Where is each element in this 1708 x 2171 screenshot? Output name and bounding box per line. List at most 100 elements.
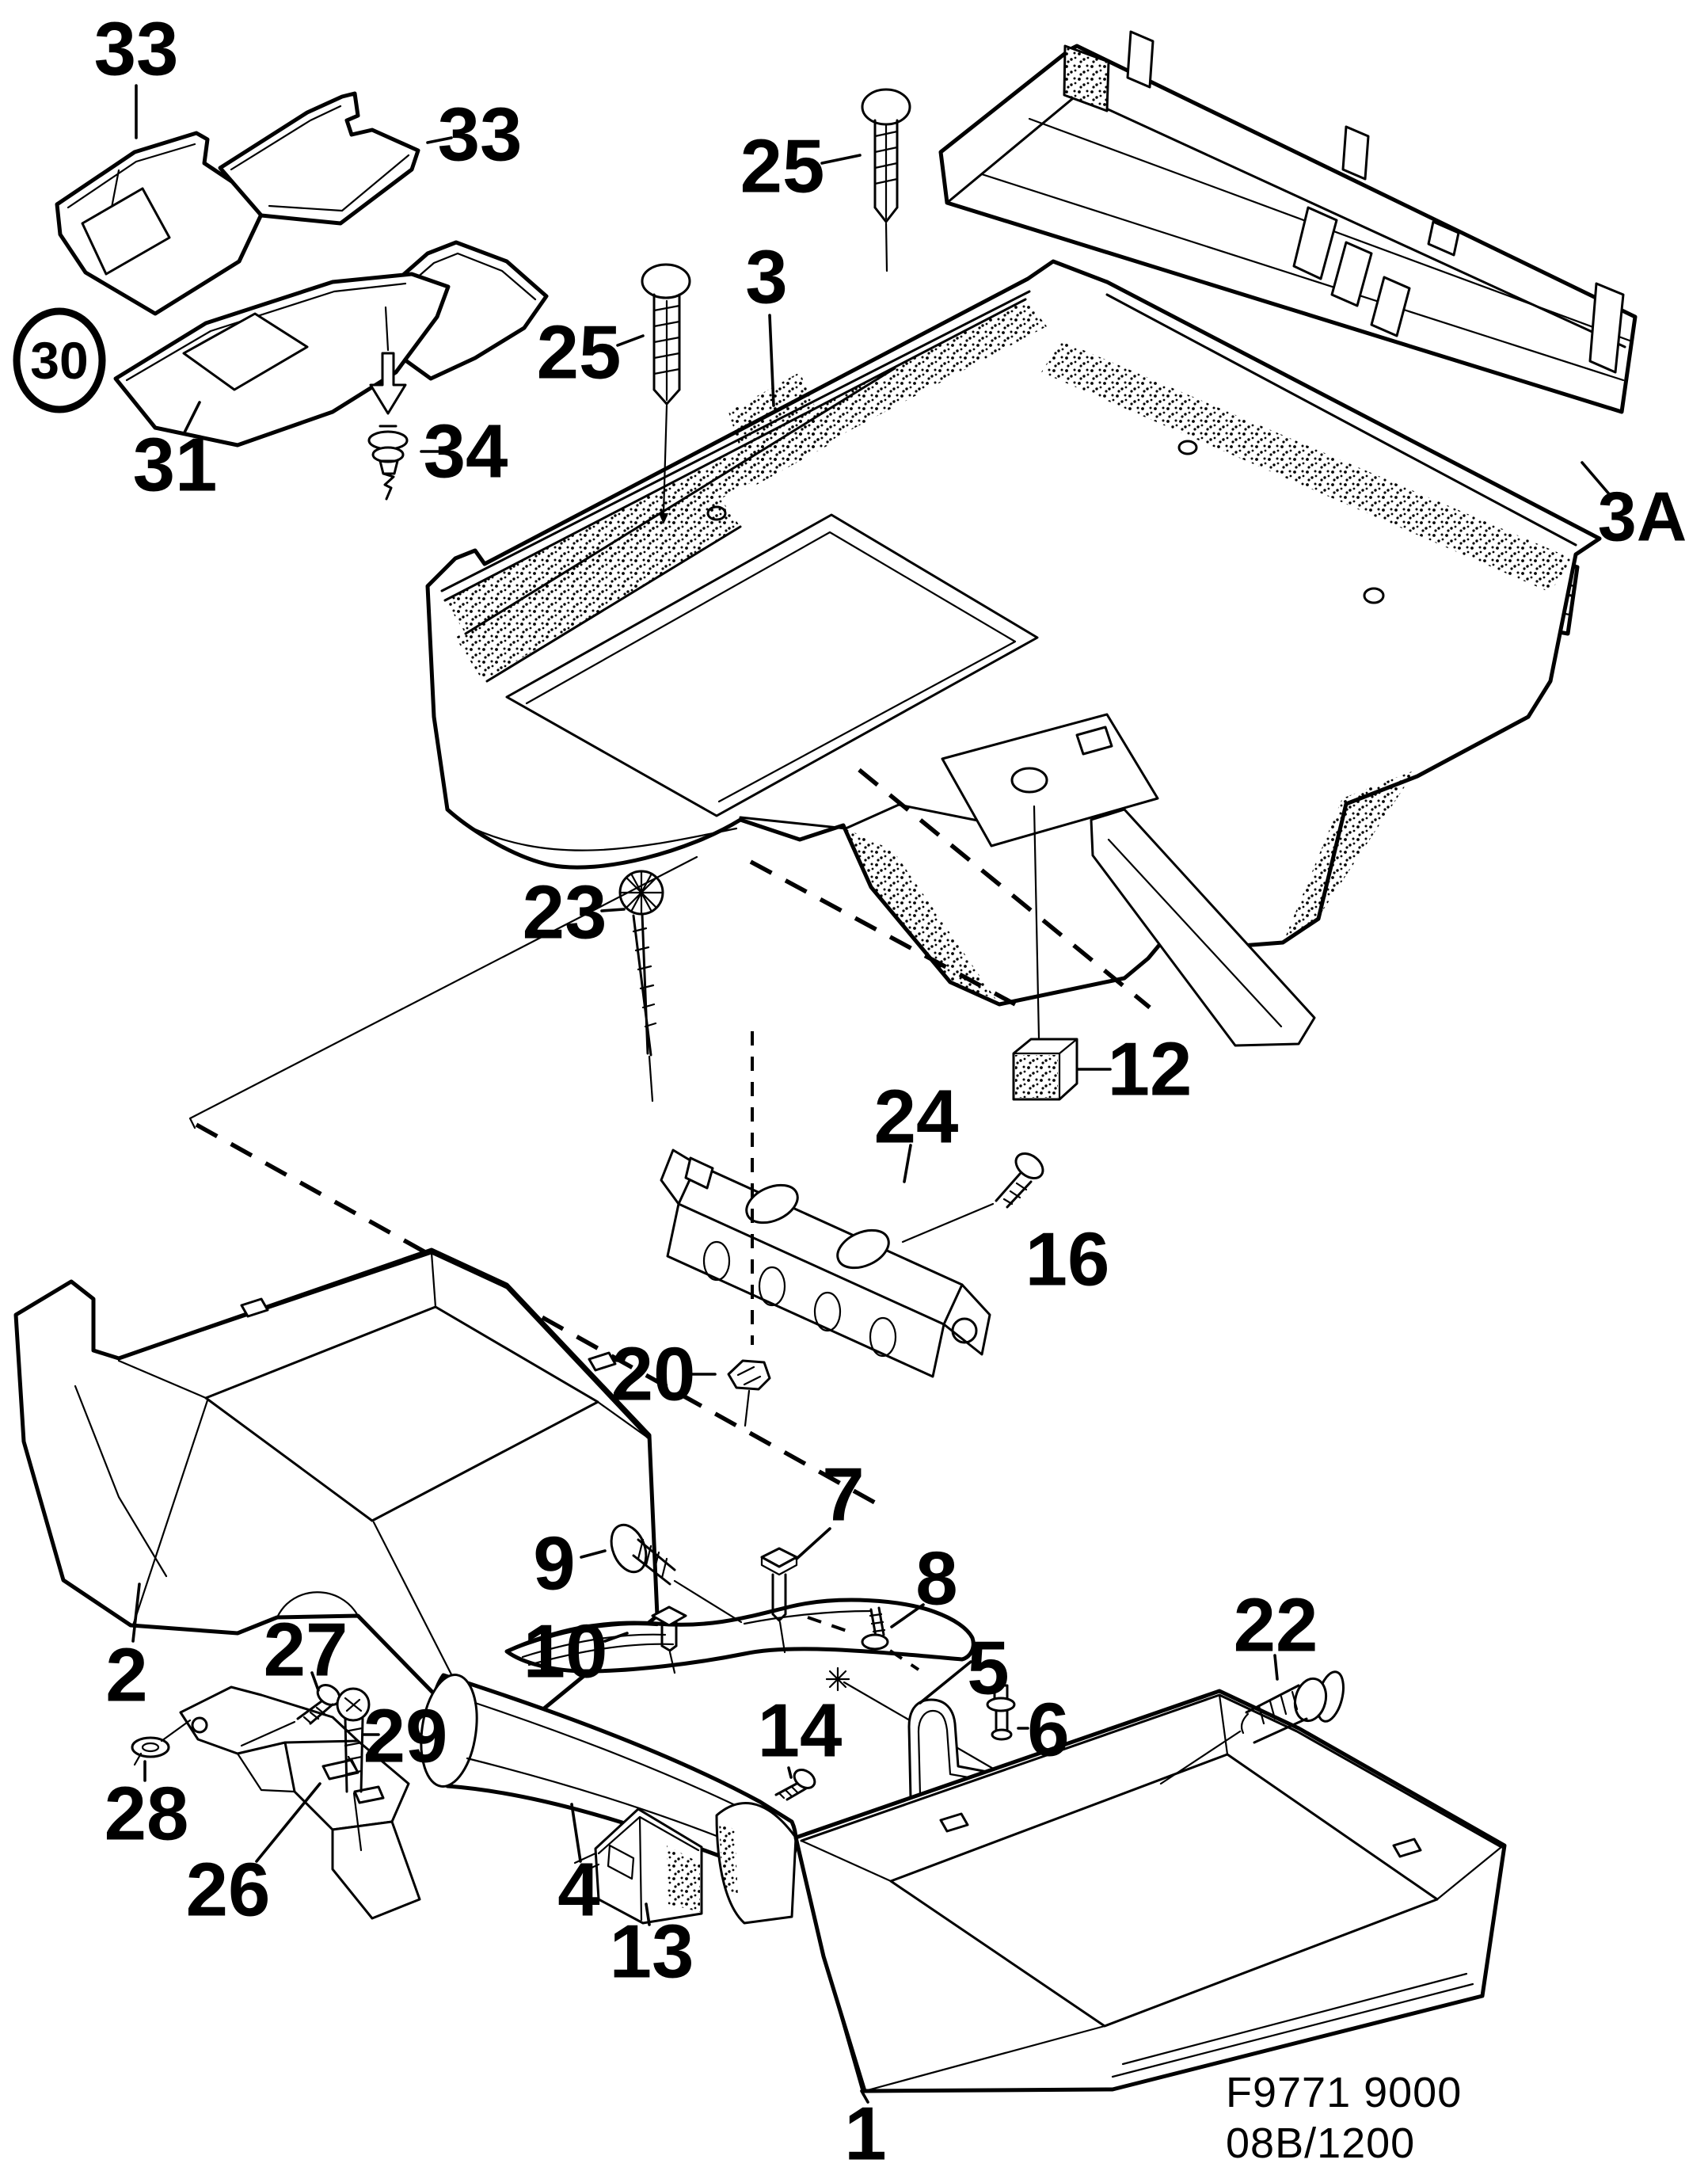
bracket-26-icon xyxy=(179,1685,421,1920)
leader-line xyxy=(131,1583,141,1643)
part-number-label: 31 xyxy=(133,423,218,508)
part-number-label: 25 xyxy=(537,310,622,395)
part-number-label: 2 xyxy=(105,1633,147,1718)
callout-2: 2 xyxy=(105,1633,147,1718)
leader-line xyxy=(1581,461,1612,497)
callout-5: 5 xyxy=(967,1626,1009,1711)
rear-bulkhead-panel-upper xyxy=(938,30,1638,414)
callout-33-right: 33 xyxy=(438,93,523,177)
grommet-28-icon xyxy=(131,1719,192,1766)
push-pin-10-icon xyxy=(651,1605,687,1674)
leader-line xyxy=(919,1660,972,1704)
part-number-label: 16 xyxy=(1025,1217,1110,1302)
mat-clip-34-icon xyxy=(367,425,409,501)
callout-9: 9 xyxy=(533,1522,575,1606)
screw-25-left-icon xyxy=(641,263,691,524)
stud-6-icon xyxy=(986,1684,1016,1741)
leader-line xyxy=(820,154,862,165)
part-number-label: 24 xyxy=(874,1075,959,1160)
footwell-tray-left xyxy=(13,1247,660,1754)
leader-line xyxy=(255,1782,321,1863)
part-number-label: 29 xyxy=(363,1694,448,1779)
callout-29: 29 xyxy=(363,1694,448,1779)
leader-line xyxy=(768,314,775,407)
leader-line xyxy=(890,1603,925,1628)
part-number-label: 7 xyxy=(822,1453,864,1537)
callout-24: 24 xyxy=(874,1075,959,1160)
part-number-label: 30 xyxy=(30,331,88,390)
callout-3: 3 xyxy=(745,235,787,320)
screw-25-top-icon xyxy=(861,88,911,272)
bracket-13-icon xyxy=(573,1807,703,1925)
leader-line xyxy=(1273,1654,1279,1681)
callout-13: 13 xyxy=(610,1910,694,1994)
part-number-label: 4 xyxy=(557,1848,599,1933)
leader-line xyxy=(860,2089,869,2104)
part-number-label: 33 xyxy=(438,93,523,177)
clip-20-icon xyxy=(727,1359,771,1427)
callout-12: 12 xyxy=(1108,1027,1193,1112)
leader-line xyxy=(903,1144,912,1183)
callout-28: 28 xyxy=(105,1772,189,1857)
callout-30: 30 xyxy=(13,307,106,413)
screw-8-icon xyxy=(807,1606,996,1771)
callout-3A: 3A xyxy=(1598,478,1687,556)
part-number-label: 13 xyxy=(610,1910,694,1994)
drawing-revision: 08B/1200 xyxy=(1226,2120,1415,2167)
callout-34: 34 xyxy=(424,409,508,494)
leader-line xyxy=(570,1803,582,1863)
part-number-label: 3 xyxy=(745,235,787,320)
part-number-label: 10 xyxy=(523,1609,608,1694)
callout-23: 23 xyxy=(523,870,607,955)
callout-27: 27 xyxy=(264,1608,348,1693)
floor-mat-front-left xyxy=(55,131,268,316)
part-number-label: 3A xyxy=(1598,478,1687,556)
alignment-lines xyxy=(188,767,1151,1507)
leader-line xyxy=(580,1549,607,1559)
part-number-label: 8 xyxy=(915,1537,957,1621)
part-number-label: 5 xyxy=(967,1626,1009,1711)
callout-8: 8 xyxy=(915,1537,957,1621)
part-number-label: 1 xyxy=(844,2092,886,2171)
part-number-label: 26 xyxy=(186,1848,271,1933)
callout-16: 16 xyxy=(1025,1217,1110,1302)
callout-25-top: 25 xyxy=(740,124,825,209)
leader-line xyxy=(600,908,626,912)
part-number-label: 27 xyxy=(264,1608,348,1693)
drawing-number: F9771 9000 xyxy=(1226,2069,1462,2116)
leader-lines xyxy=(131,84,1612,2104)
callout-4: 4 xyxy=(557,1848,599,1933)
leader-line xyxy=(183,401,201,434)
callout-circle xyxy=(13,307,106,413)
part-number-label: 9 xyxy=(533,1522,575,1606)
screw-22-icon xyxy=(1159,1670,1345,1785)
part-number-label: 33 xyxy=(94,7,179,92)
leader-line xyxy=(616,334,645,347)
leader-line xyxy=(645,1902,651,1926)
part-number-label: 25 xyxy=(740,124,825,209)
callout-1: 1 xyxy=(844,2092,886,2171)
floor-carpet xyxy=(425,259,1602,1047)
part-number-label: 22 xyxy=(1234,1583,1318,1668)
callout-26: 26 xyxy=(186,1848,271,1933)
push-pin-9-icon xyxy=(610,1523,743,1624)
callout-22: 22 xyxy=(1234,1583,1318,1668)
part-number-label: 6 xyxy=(1027,1688,1069,1773)
leader-line xyxy=(795,1527,831,1560)
leader-line xyxy=(310,1671,320,1692)
callout-10: 10 xyxy=(523,1609,608,1694)
part-number-label: 20 xyxy=(611,1332,696,1417)
mat-fastener-arrow xyxy=(369,306,407,415)
screw-16-icon xyxy=(901,1152,1044,1244)
part-number-label: 28 xyxy=(105,1772,189,1857)
screw-14-icon xyxy=(774,1769,816,1801)
callout-14: 14 xyxy=(758,1689,843,1773)
bracket-24-icon xyxy=(660,1148,991,1378)
callout-6: 6 xyxy=(1027,1688,1069,1773)
screw-29-icon xyxy=(336,1687,371,1852)
leader-line xyxy=(603,1632,629,1643)
leader-line xyxy=(787,1766,793,1779)
